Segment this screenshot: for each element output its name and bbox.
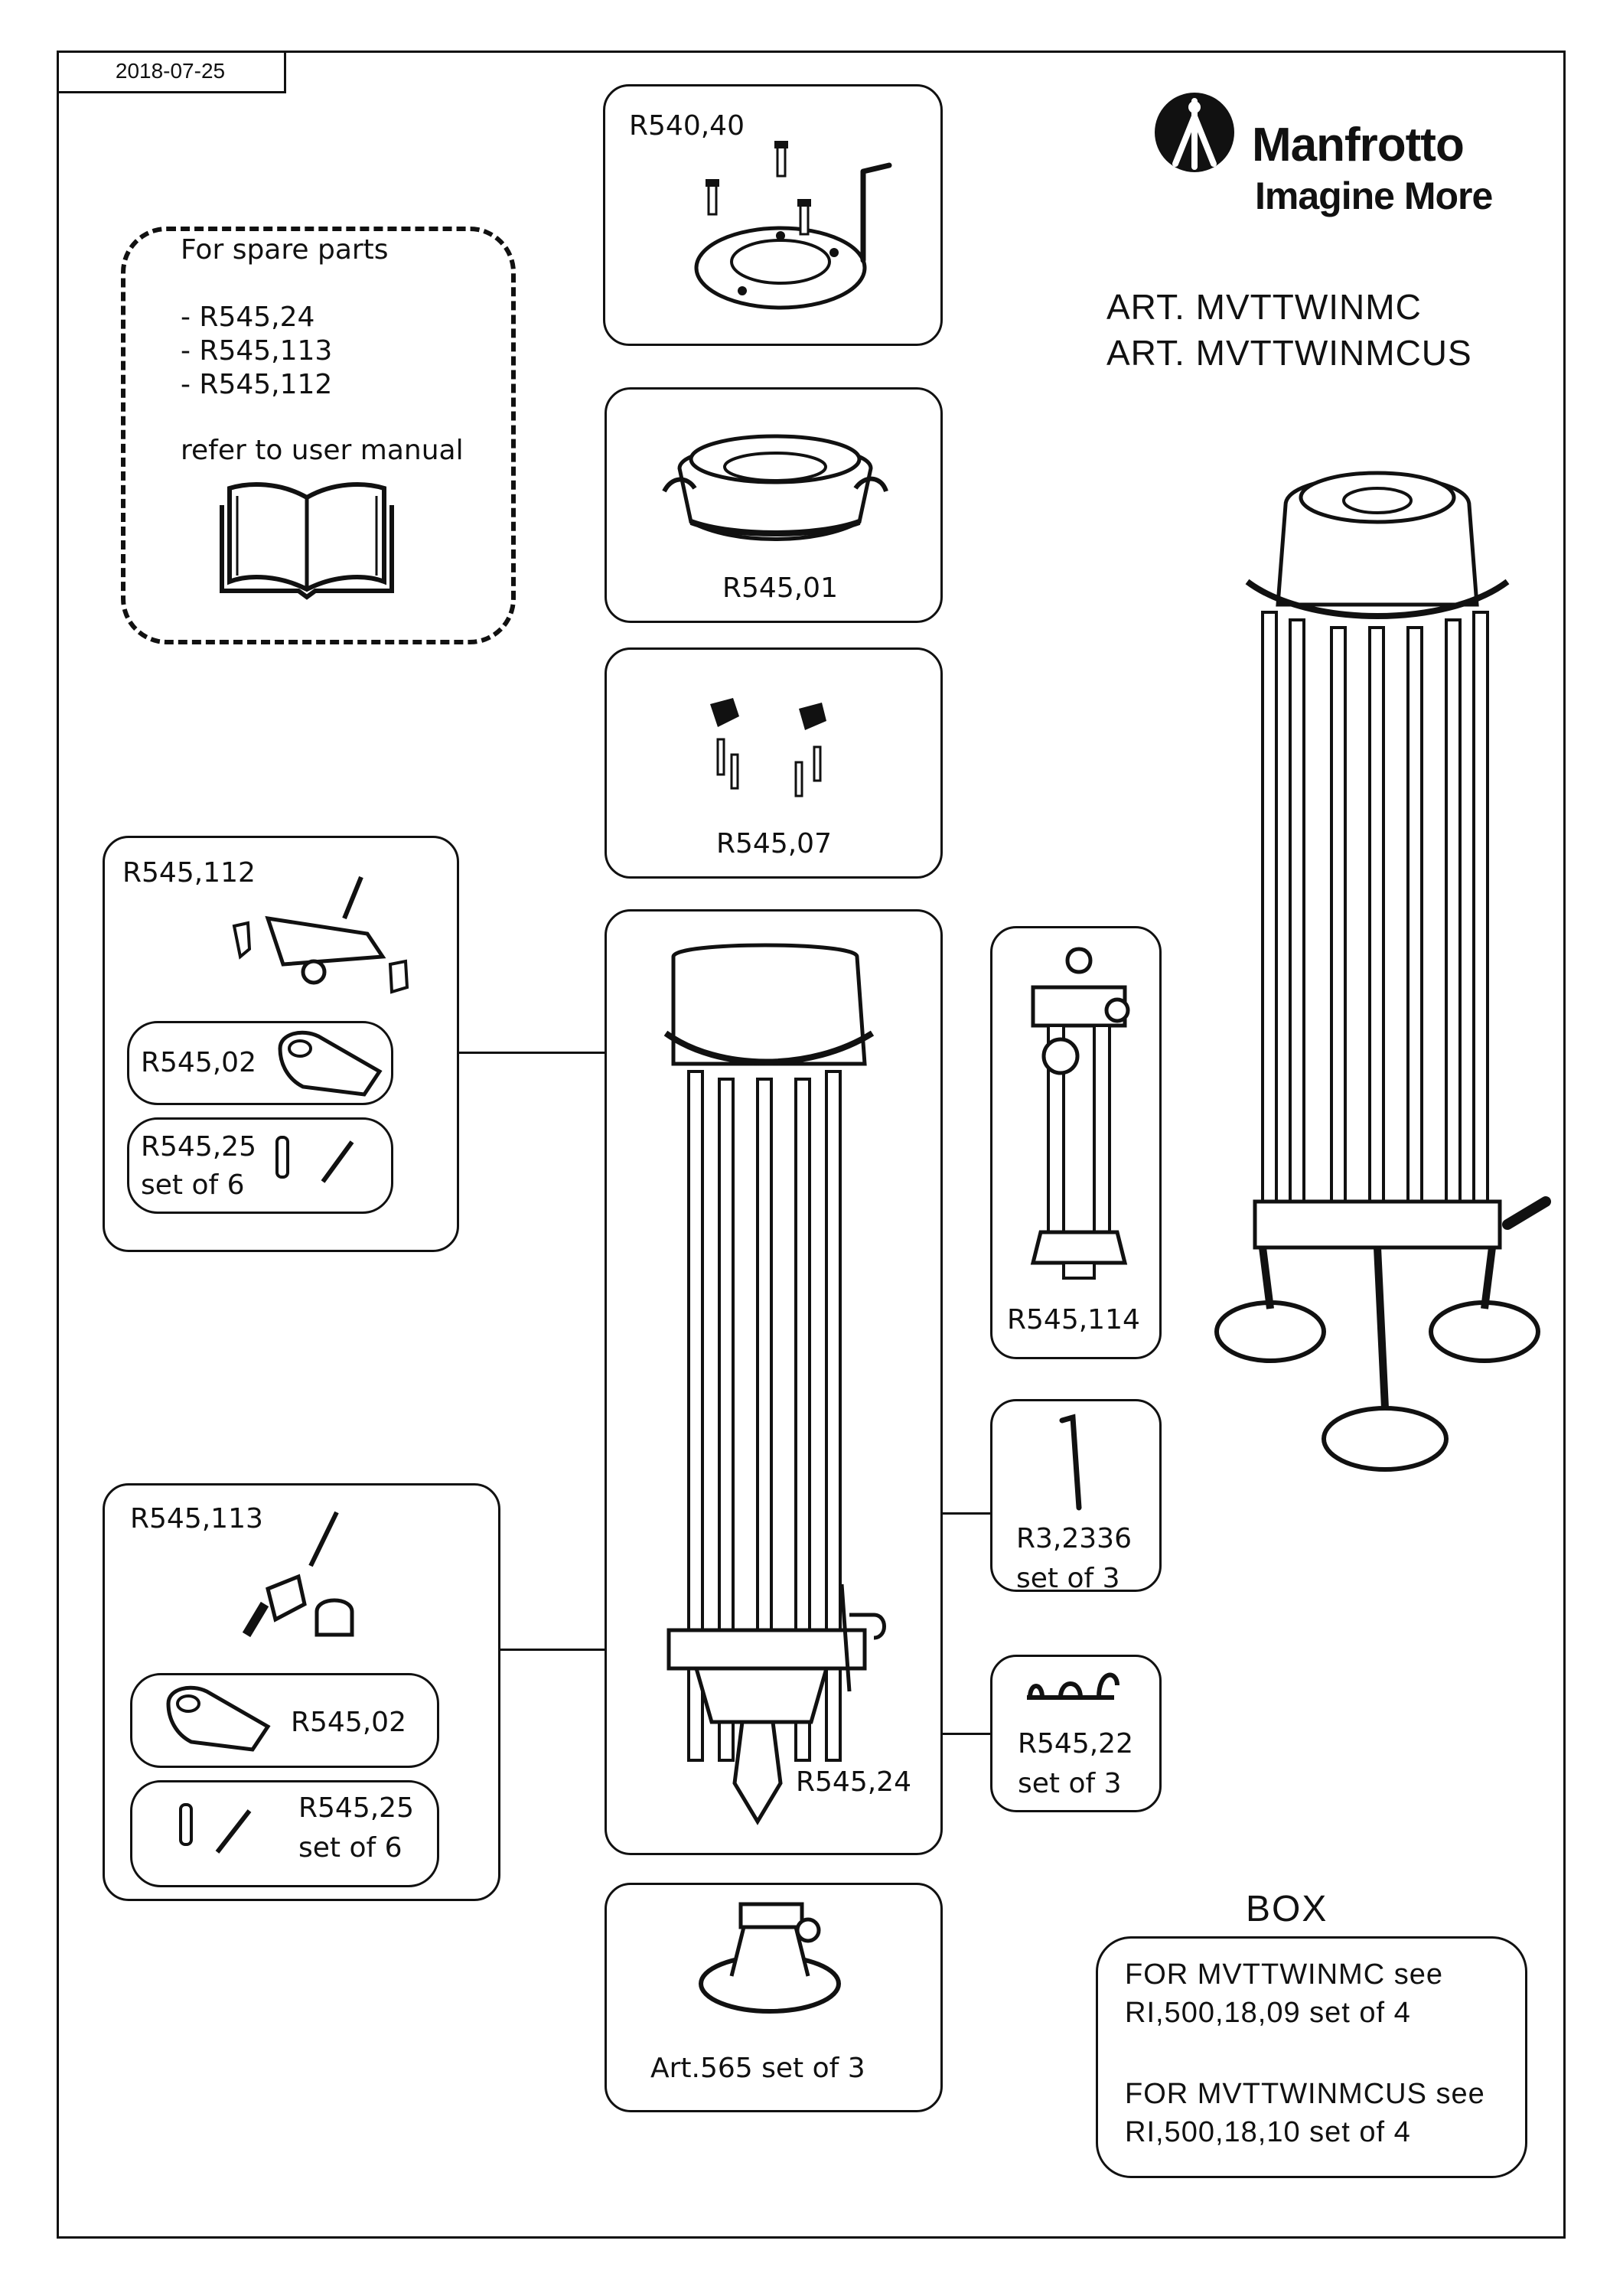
manfrotto-logo-icon [1155,93,1234,172]
part-quantity: set of 6 [141,1169,245,1201]
user-manual-book-icon [220,482,394,600]
box-info-line: FOR MVTTWINMC see [1125,1958,1443,1991]
part-label: R545,24 [796,1766,911,1798]
part-label: R545,02 [291,1707,406,1738]
part-label: R545,25 [141,1131,256,1163]
date-text: 2018-07-25 [115,58,226,83]
part-label: R545,112 [122,857,256,889]
leg-hinge-icon [242,1511,354,1638]
connector-line [943,1733,990,1735]
brand-name: Manfrotto [1252,119,1465,171]
part-label: Art.565 set of 3 [650,2053,865,2084]
connector-line [459,1052,605,1054]
pin-and-screw-icon [179,1803,252,1854]
clamp-pieces-icon [710,698,826,797]
box-info-line: RI,500,18,09 set of 4 [1125,1997,1411,2029]
part-label: R545,22 [1018,1728,1133,1760]
spare-part-item: - R545,113 [181,335,333,367]
part-label: R3,2336 [1016,1523,1132,1554]
leg-bracket-icon [232,876,409,994]
part-label: R540,40 [629,110,745,142]
spider-link-icon [166,1685,271,1752]
box-info-line: RI,500,18,10 set of 4 [1125,2116,1411,2148]
brand-tagline: Imagine More [1255,174,1493,217]
part-label: R545,07 [716,828,832,859]
mounting-plate-icon [694,141,892,310]
part-label: R545,01 [722,572,838,604]
tripod-leg-icon [663,943,886,1825]
hex-key-icon [1059,1414,1082,1511]
tripod-assembly-icon [1214,471,1551,1472]
connector-line [943,1512,990,1515]
spider-link-icon [278,1030,383,1097]
part-label: R545,25 [298,1792,414,1824]
spare-part-item: - R545,112 [181,369,333,400]
spare-parts-title: For spare parts [181,234,389,266]
part-quantity: set of 3 [1016,1563,1120,1594]
part-box-r545-25-top [127,1117,393,1214]
pin-and-screw-icon [275,1136,354,1183]
spare-parts-note [121,227,516,644]
part-box-r545-22 [990,1655,1162,1812]
spare-parts-footer: refer to user manual [181,435,464,466]
leg-clip-icon [1027,1672,1119,1700]
date-box: 2018-07-25 [57,51,286,93]
leg-section-icon [1030,947,1130,1280]
box-info-panel [1096,1936,1527,2178]
box-title: BOX [1246,1889,1328,1929]
part-label: R545,113 [130,1503,263,1534]
part-quantity: set of 6 [298,1832,402,1864]
article-code-2: ART. MVTTWINMCUS [1106,333,1472,373]
box-info-line: FOR MVTTWINMCUS see [1125,2078,1485,2110]
part-quantity: set of 3 [1018,1768,1122,1799]
top-casting-icon [662,434,888,541]
spare-part-item: - R545,24 [181,302,315,333]
part-label: R545,02 [141,1047,256,1078]
part-label: R545,114 [1007,1304,1140,1336]
drawing-frame [57,51,1566,2239]
connector-line [500,1649,605,1651]
tripod-foot-icon [699,1902,841,2014]
part-box-r545-07 [605,647,943,879]
article-code-1: ART. MVTTWINMC [1106,287,1422,327]
